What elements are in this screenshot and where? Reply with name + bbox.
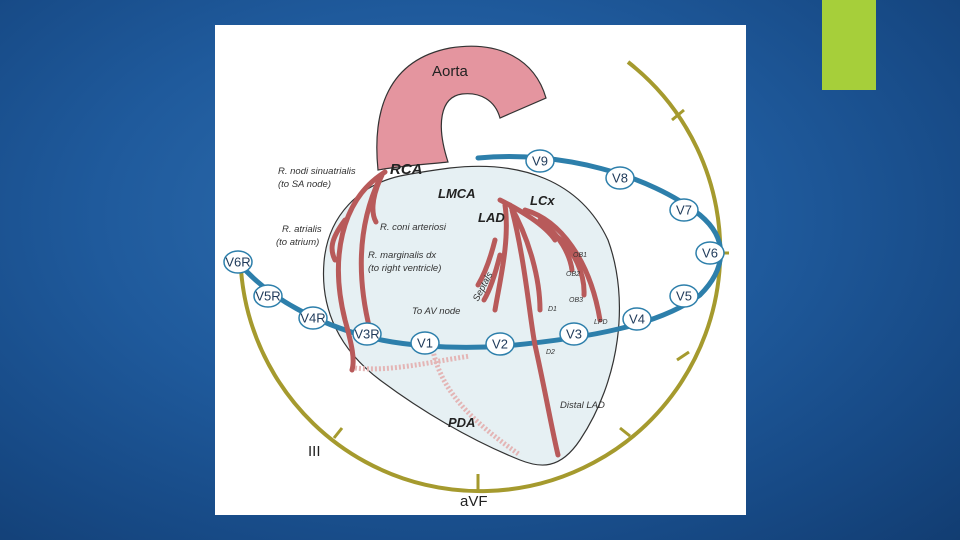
d2-label: D2	[546, 349, 555, 356]
distal-lad-label: Distal LAD	[560, 400, 605, 411]
r-nodi-label-1: R. nodi sinuatrialis	[278, 166, 356, 177]
lead-node-v4: V4	[622, 307, 652, 331]
lead-node-v4r: V4R	[298, 306, 328, 330]
svg-text:V3R: V3R	[354, 327, 379, 342]
aorta-label: Aorta	[432, 63, 469, 80]
lead-node-v6: V6	[695, 241, 725, 265]
lead-node-v6r: V6R	[223, 250, 253, 274]
lead-node-v7: V7	[669, 198, 699, 222]
svg-text:V5R: V5R	[255, 289, 280, 304]
to-av-node-label: To AV node	[412, 306, 460, 317]
lead-node-v9: V9	[525, 149, 555, 173]
limb-lead-arc	[239, 60, 723, 494]
lead-node-v2: V2	[485, 332, 515, 356]
r-atrialis-label-1: R. atrialis	[282, 224, 322, 235]
aorta-shape	[376, 45, 547, 171]
svg-text:V2: V2	[492, 337, 508, 352]
r-nodi-label-2: (to SA node)	[278, 179, 331, 190]
svg-text:V6R: V6R	[225, 255, 250, 270]
r-coni-label: R. coni arteriosi	[380, 222, 447, 233]
lead-node-v1: V1	[410, 331, 440, 355]
ob1-label: OB1	[573, 252, 587, 259]
svg-text:V8: V8	[612, 171, 628, 186]
lead-label-ii: II	[627, 443, 635, 460]
accent-bar	[822, 0, 876, 90]
lead-node-v5: V5	[669, 284, 699, 308]
lad-label: LAD	[478, 210, 505, 225]
lead-label-iii: III	[308, 443, 321, 460]
lead-node-v8: V8	[605, 166, 635, 190]
lead-node-v3: V3	[559, 322, 589, 346]
ob3-label: OB3	[569, 297, 583, 304]
lead-label-avf: aVF	[460, 493, 488, 510]
r-atrialis-label-2: (to atrium)	[276, 237, 319, 248]
svg-text:V4R: V4R	[300, 311, 325, 326]
svg-text:V5: V5	[676, 289, 692, 304]
d1-label: D1	[548, 306, 557, 313]
lead-node-v3r: V3R	[352, 322, 382, 346]
chest-lead-nodes: V6R V5R V4R V3R V1 V2 V3 V4 V5 V6 V7 V8 …	[223, 149, 725, 356]
lead-label-neg-avr: -aVR	[694, 359, 728, 376]
lead-node-v5r: V5R	[253, 284, 283, 308]
svg-text:V9: V9	[532, 154, 548, 169]
svg-text:V3: V3	[566, 327, 582, 342]
lmca-label: LMCA	[438, 186, 476, 201]
r-marginalis-label-1: R. marginalis dx	[368, 250, 437, 261]
coronary-arteries	[329, 169, 603, 458]
ob2-label: OB2	[566, 271, 580, 278]
svg-text:V7: V7	[676, 203, 692, 218]
rca-label: RCA	[390, 161, 423, 178]
svg-text:V6: V6	[702, 246, 718, 261]
r-marginalis-label-2: (to right ventricle)	[368, 263, 441, 274]
svg-text:V4: V4	[629, 312, 645, 327]
lcx-label: LCx	[530, 193, 555, 208]
pda-label: PDA	[448, 415, 475, 430]
av-node-branch	[354, 345, 522, 458]
lead-label-i: I	[734, 246, 738, 263]
svg-text:V1: V1	[417, 336, 433, 351]
lpd-label: LPD	[594, 319, 608, 326]
lead-label-avl: aVL	[692, 107, 719, 124]
